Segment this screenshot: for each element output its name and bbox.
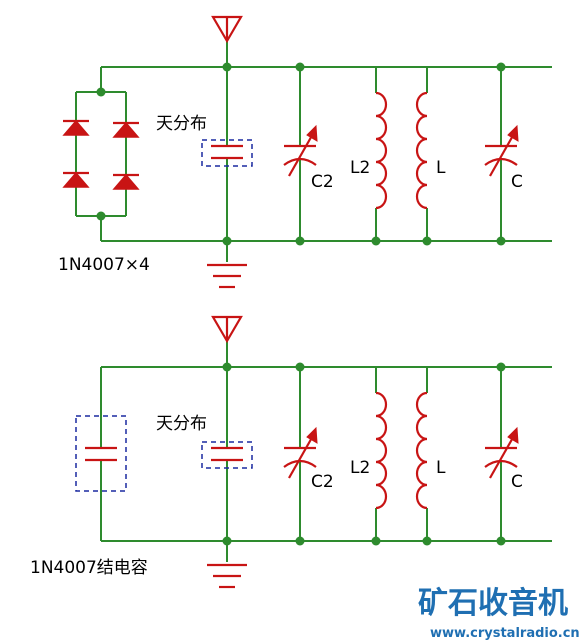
c2-label: C2 [311,472,334,492]
wires-bottom [100,340,552,562]
junction-note-label: 1N4007结电容 [30,558,148,578]
variable-capacitor-c [484,426,519,479]
diode-icon [62,171,90,188]
wires-top [75,40,552,262]
ground-symbol [207,563,247,589]
watermark-title: 矿石收音机 [418,586,568,621]
l2-label: L2 [350,158,370,178]
antenna-symbol [211,15,243,44]
c-label: C [511,472,523,492]
inductor-l [415,91,429,210]
distributed-capacitor [201,139,253,167]
antenna-symbol [211,315,243,344]
variable-capacitor-c2 [283,426,318,479]
c2-label: C2 [311,172,334,192]
inductor-l [415,391,429,510]
distributed-label: 天分布 [156,114,207,134]
ground-symbol [207,263,247,289]
distributed-capacitor [201,441,253,469]
circuit-bottom: 天分布 C2 L2 L C 1N4007结电容 [30,315,552,589]
l2-label: L2 [350,458,370,478]
inductor-l2 [374,91,388,210]
watermark: 矿石收音机 www.crystalradio.cn [418,586,580,641]
variable-capacitor-c [484,124,519,177]
c-label: C [511,172,523,192]
l-label: L [436,458,446,478]
junction-dots-top [96,62,506,246]
diode-icon [112,121,140,138]
diode-icon [112,173,140,190]
diode-icon [62,119,90,136]
junction-capacitor [75,415,127,492]
inductor-l2 [374,391,388,510]
watermark-url: www.crystalradio.cn [430,626,580,641]
junction-dots-bottom [222,362,506,546]
variable-capacitor-c2 [283,124,318,177]
diode-bridge [62,119,140,190]
l-label: L [436,158,446,178]
distributed-label: 天分布 [156,414,207,434]
circuit-top: 天分布 C2 L2 L C 1N4007×4 [58,15,552,289]
diode-note-label: 1N4007×4 [58,255,150,275]
